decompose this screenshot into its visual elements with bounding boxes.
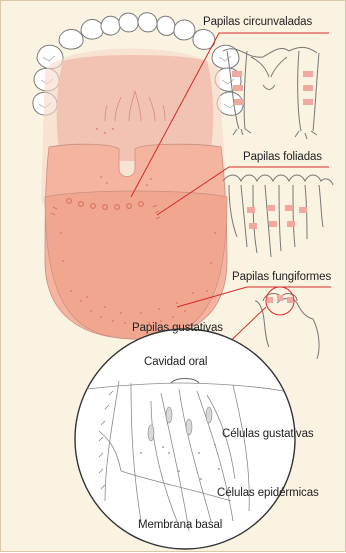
foliate-papillae-section	[223, 175, 333, 257]
label-papilas-foliadas: Papilas foliadas	[243, 151, 322, 163]
label-cavidad-oral: Cavidad oral	[144, 356, 207, 368]
label-celulas-gustativas: Células gustativas	[222, 428, 314, 440]
label-papilas-fungiformes: Papilas fungiformes	[232, 271, 331, 283]
label-celulas-epidermicas: Células epidérmicas	[217, 487, 319, 499]
label-papilas-gustativas: Papilas gustativas	[132, 322, 223, 334]
fungiform-papilla-section	[255, 294, 319, 359]
label-papilas-circunvaladas: Papilas circunvaladas	[203, 16, 312, 28]
label-membrana-basal: Membrana basal	[138, 519, 222, 531]
